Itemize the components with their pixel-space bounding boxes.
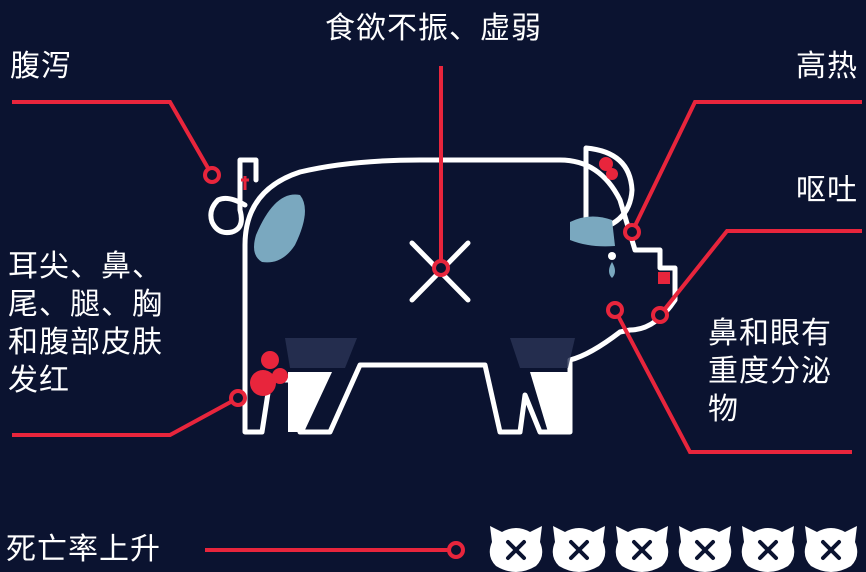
redness-line: 和腹部皮肤 xyxy=(8,325,163,360)
pig-head-cross-icon xyxy=(489,526,543,572)
pig-shading xyxy=(285,338,575,368)
skin-patches xyxy=(254,194,615,263)
pig-head-cross-icon xyxy=(552,526,606,572)
symptom-appetite: 食欲不振、虚弱 xyxy=(325,11,542,46)
drip-icon xyxy=(608,252,616,278)
symptom-vomiting: 呕吐 xyxy=(796,173,858,208)
discharge-line: 鼻和眼有 xyxy=(708,316,832,351)
leader-dots xyxy=(203,166,669,559)
pig-head-cross-icon xyxy=(804,526,858,572)
pig-legs xyxy=(288,372,568,432)
symptom-diarrhea: 腹泻 xyxy=(10,49,72,84)
symptom-mortality: 死亡率上升 xyxy=(6,532,161,567)
red-spots xyxy=(241,157,670,396)
pig-head-cross-icon xyxy=(741,526,795,572)
pig-head-cross-icon xyxy=(615,526,669,572)
leader-lines xyxy=(12,66,862,552)
redness-line: 发红 xyxy=(8,363,70,398)
discharge-line: 重度分泌 xyxy=(708,354,832,389)
redness-line: 耳尖、鼻、 xyxy=(8,249,163,284)
dead-pig-row xyxy=(489,526,858,572)
symptom-discharge: 鼻和眼有 重度分泌 物 xyxy=(708,315,832,429)
symptom-redness: 耳尖、鼻、 尾、腿、胸 和腹部皮肤 发红 xyxy=(8,248,163,400)
symptom-fever: 高热 xyxy=(796,49,858,84)
discharge-line: 物 xyxy=(708,392,739,427)
pig-head-cross-icon xyxy=(678,526,732,572)
redness-line: 尾、腿、胸 xyxy=(8,287,163,322)
